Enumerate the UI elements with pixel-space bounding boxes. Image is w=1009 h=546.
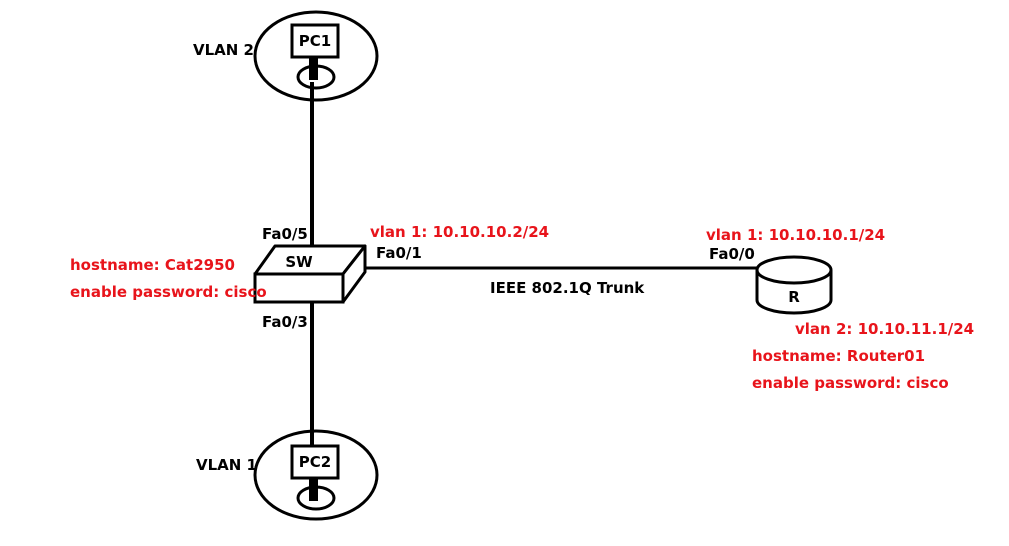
- trunk-label: IEEE 802.1Q Trunk: [490, 279, 645, 297]
- vlan-2-ellipse: [253, 10, 379, 102]
- port-label-sw-fa0-1: Fa0/1: [376, 244, 422, 262]
- router-enable-password: enable password: cisco: [752, 374, 949, 392]
- router-hostname: hostname: Router01: [752, 347, 926, 365]
- switch-hostname: hostname: Cat2950: [70, 256, 235, 274]
- port-label-router-fa0-0: Fa0/0: [709, 245, 755, 263]
- switch-icon: [253, 244, 367, 304]
- port-label-sw-fa0-5: Fa0/5: [262, 225, 308, 243]
- vlan-1-label: VLAN 1: [196, 456, 257, 474]
- pc1-label: PC1: [298, 32, 332, 50]
- vlan-2-label: VLAN 2: [193, 41, 254, 59]
- pc2-box: [290, 444, 340, 480]
- router-vlan1-ip: vlan 1: 10.10.10.1/24: [706, 226, 886, 244]
- router-icon: [755, 255, 833, 315]
- port-label-sw-fa0-3: Fa0/3: [262, 313, 308, 331]
- switch-label: SW: [285, 253, 313, 271]
- switch-enable-password: enable password: cisco: [70, 283, 267, 301]
- router-vlan2-ip: vlan 2: 10.10.11.1/24: [795, 320, 975, 338]
- vlan-1-ellipse: [253, 429, 379, 521]
- pc1-mouse-icon: [296, 56, 336, 90]
- switch-vlan-ip: vlan 1: 10.10.10.2/24: [370, 223, 550, 241]
- pc2-mouse-icon: [296, 477, 336, 511]
- pc2-label: PC2: [298, 453, 332, 471]
- router-label: R: [788, 288, 800, 306]
